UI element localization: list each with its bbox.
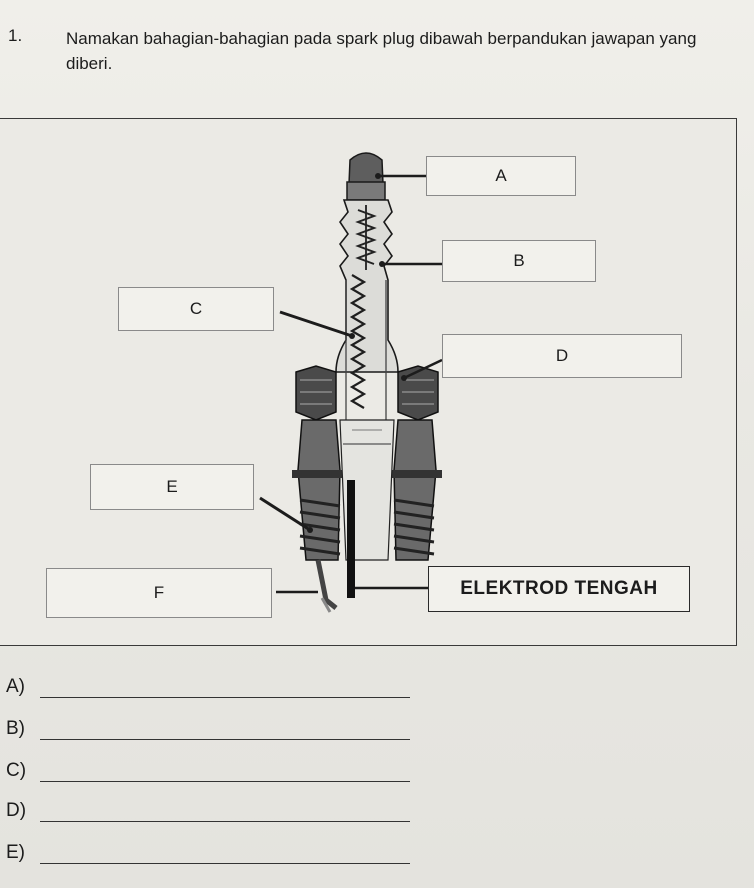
answer-line-a[interactable]	[40, 679, 410, 698]
answer-row-c: C)	[6, 760, 410, 782]
label-box-elektrod-tengah: ELEKTROD TENGAH	[428, 566, 690, 612]
label-box-b: B	[442, 240, 596, 282]
label-e-text: E	[166, 477, 178, 496]
question-number: 1.	[8, 26, 23, 45]
answer-line-b[interactable]	[40, 721, 410, 740]
answer-label-b: B)	[6, 718, 25, 739]
label-box-c: C	[118, 287, 274, 331]
answer-label-c: C)	[6, 760, 27, 781]
answer-line-e[interactable]	[40, 845, 410, 864]
answer-label-e: E)	[6, 842, 25, 863]
label-box-e: E	[90, 464, 254, 510]
label-c-text: C	[189, 299, 203, 318]
answer-label-a: A)	[6, 676, 25, 697]
label-a-text: A	[495, 166, 507, 185]
answer-row-b: B)	[6, 718, 410, 740]
label-box-f: F	[46, 568, 272, 618]
label-d-text: D	[555, 346, 569, 365]
label-box-a: A	[426, 156, 576, 196]
label-box-d: D	[442, 334, 682, 378]
answer-line-d[interactable]	[40, 803, 410, 822]
answer-row-e: E)	[6, 842, 410, 864]
answer-row-d: D)	[6, 800, 410, 822]
question-text: Namakan bahagian-bahagian pada spark plu…	[66, 29, 697, 73]
label-f-text: F	[153, 583, 165, 602]
answer-row-a: A)	[6, 676, 410, 698]
label-b-text: B	[513, 251, 525, 270]
label-elektrod-tengah-text: ELEKTROD TENGAH	[460, 578, 658, 599]
answer-label-d: D)	[6, 800, 27, 821]
answer-line-c[interactable]	[40, 763, 410, 782]
